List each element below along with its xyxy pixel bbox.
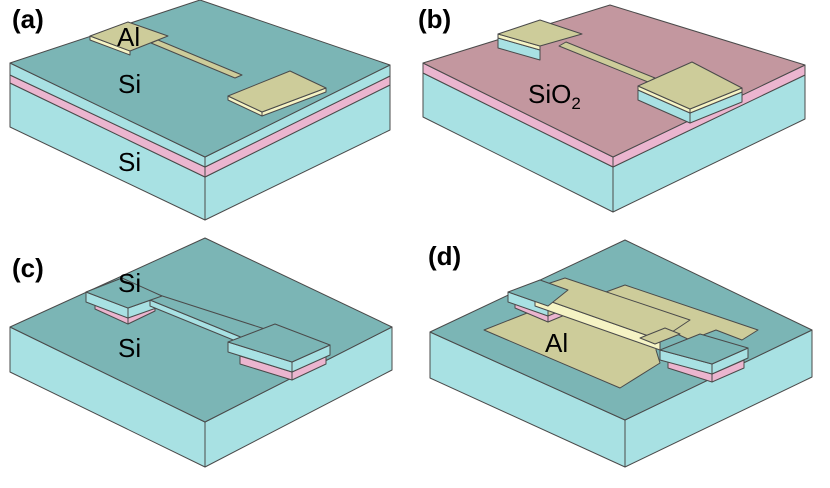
panel-label-a: (a) <box>12 4 44 34</box>
panel-b: (b) SiO2 <box>418 4 806 213</box>
oxide-label-main: SiO <box>528 79 571 109</box>
panel-label-b: (b) <box>418 4 451 34</box>
si-top-face <box>85 277 163 309</box>
si-device-label-a: Si <box>118 69 141 99</box>
al-pattern-a <box>89 21 327 117</box>
si-substrate-label-c: Si <box>118 333 141 363</box>
si-structure-label-c: Si <box>118 268 141 298</box>
si-top-face <box>507 279 569 307</box>
al-top-face <box>89 21 169 52</box>
panel-a: (a) Al Si Si <box>9 0 391 221</box>
oxide-label-subscript: 2 <box>571 94 580 113</box>
si-top-face <box>227 323 331 363</box>
released-structure-c <box>85 277 331 381</box>
substrate-block-b <box>422 4 806 213</box>
panel-d: (d) Al <box>428 239 813 468</box>
al-label-d: Al <box>545 328 568 358</box>
substrate-block-a <box>9 0 391 221</box>
substrate-block-c <box>9 237 393 468</box>
al-top-face <box>639 327 681 345</box>
oxide-label-b: SiO2 <box>528 79 581 113</box>
al-top-face <box>227 70 327 113</box>
etched-structure-b <box>497 19 743 124</box>
panel-label-d: (d) <box>428 241 461 271</box>
al-top-face <box>637 61 743 110</box>
metallized-structure-d <box>483 277 759 389</box>
panel-c: (c) Si Si <box>9 237 393 468</box>
panel-label-c: (c) <box>12 253 44 283</box>
si-substrate-label-a: Si <box>118 147 141 177</box>
al-label-a: Al <box>117 22 140 52</box>
al-top-face <box>497 19 583 47</box>
si-top-face <box>659 333 749 365</box>
